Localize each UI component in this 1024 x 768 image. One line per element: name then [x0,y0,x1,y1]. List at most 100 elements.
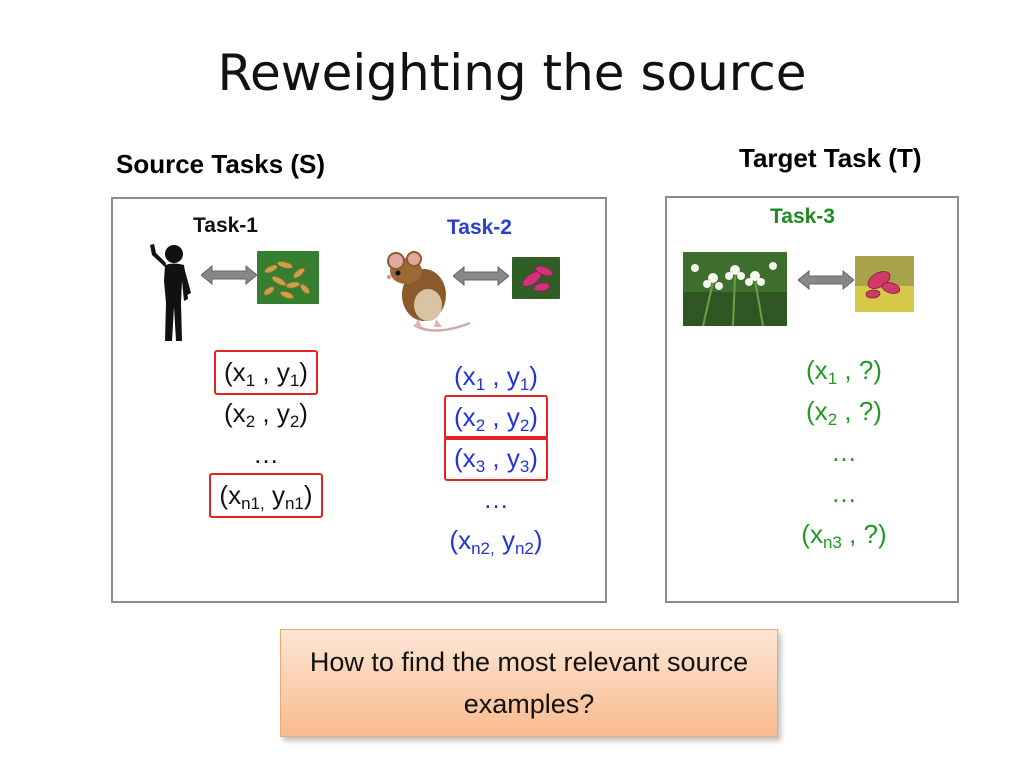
pair-fragment: ) [533,525,543,555]
pair-fragment: , ? [841,519,879,549]
target-task-panel [665,196,959,603]
pair-fragment: , ? [837,355,874,385]
subscript: n2 [514,539,534,558]
example-pair-text: (xn3 , ?) [801,514,886,555]
pair-fragment: (x [449,525,472,555]
mouse-photo-icon [384,247,474,335]
example-pair: … [774,473,914,514]
pair-fragment: y [494,525,515,555]
pair-fragment: (x [806,355,828,385]
subscript: 1 [519,375,530,394]
double-arrow-icon [797,269,855,291]
example-pair-text: … [831,473,857,514]
example-pair: (xn3 , ?) [774,514,914,555]
pair-fragment: (x [801,519,823,549]
pathogen-photo-icon [855,256,914,312]
example-pair-text: (xn2, yn2) [449,520,542,561]
subscript: 2 [827,410,838,429]
example-pair-text: (x2 , ?) [806,391,882,432]
subscript: n2, [471,539,495,558]
highlight-box [209,473,323,518]
pair-fragment: , y [255,398,290,428]
double-arrow-icon [452,265,510,287]
example-pair-text: … [831,432,857,473]
subscript: 1 [245,371,256,390]
pair-fragment: (x [454,443,476,473]
subscript: 3 [475,457,486,476]
subscript: 2 [475,416,486,435]
subscript: 3 [519,457,530,476]
example-pair: (xn2, yn2) [428,520,564,561]
pair-fragment: ) [873,396,882,426]
example-pair-text: (x3 , y3) [444,436,548,481]
subscript: 2 [245,412,256,431]
pair-fragment: ) [303,480,313,510]
task-1-label: Task-1 [193,214,258,237]
source-tasks-heading: Source Tasks (S) [116,149,326,179]
slide-title: Reweighting the source [217,44,807,102]
subscript: n1 [284,494,304,513]
task-3-examples-list: (x1 , ?)(x2 , ?)……(xn3 , ?) [774,350,914,555]
subscript: n1, [241,494,265,513]
example-pair-text: (xn1, yn1) [209,473,323,518]
example-pair: (x1 , y1) [196,350,336,395]
example-pair-text: (x2 , y2) [444,395,548,440]
pair-fragment: ) [299,398,308,428]
pair-fragment: ) [873,355,882,385]
task-3-label: Task-3 [770,205,835,228]
pair-fragment: … [831,478,857,508]
source-tasks-panel [111,197,607,603]
example-pair-text: … [253,434,279,475]
example-pair-text: (x1 , y1) [454,356,538,397]
pair-fragment: y [264,480,285,510]
example-pair: … [196,434,336,475]
example-pair-text: … [483,479,509,520]
example-pair: (x2 , y2) [428,395,564,440]
example-pair: (xn1, yn1) [196,473,336,518]
double-arrow-icon [200,264,258,286]
example-pair: … [774,432,914,473]
pair-fragment: (x [219,480,242,510]
pair-fragment: … [831,437,857,467]
task-1-examples-list: (x1 , y1)(x2 , y2)…(xn1, yn1) [196,350,336,518]
subscript: n3 [822,533,842,552]
example-pair: (x2 , ?) [774,391,914,432]
example-pair: (x1 , ?) [774,350,914,391]
subscript: 1 [475,375,486,394]
highlight-box [444,436,548,481]
subscript: 1 [827,369,838,388]
subscript: 2 [519,416,530,435]
bacteria-photo-icon [257,251,319,304]
example-pair-text: (x1 , ?) [806,350,882,391]
question-callout-text: How to find the most relevant source exa… [309,647,749,719]
example-pair: (x1 , y1) [428,356,564,397]
example-pair: … [428,479,564,520]
pathogen-photo-icon [512,257,560,299]
pair-fragment: ) [529,361,538,391]
question-callout: How to find the most relevant source exa… [280,629,778,737]
pair-fragment: , y [485,443,520,473]
highlight-box [444,395,548,440]
pair-fragment: (x [224,398,246,428]
pair-fragment: (x [454,361,476,391]
pair-fragment: (x [454,402,476,432]
pair-fragment: (x [224,357,246,387]
pair-fragment: , y [485,402,520,432]
pair-fragment: ) [529,402,538,432]
pair-fragment: … [483,484,509,514]
pair-fragment: , ? [837,396,874,426]
example-pair-text: (x2 , y2) [224,393,308,434]
example-pair-text: (x1 , y1) [214,350,318,395]
human-silhouette-icon [144,241,200,345]
example-pair: (x2 , y2) [196,393,336,434]
pair-fragment: ) [529,443,538,473]
pair-fragment: (x [806,396,828,426]
subscript: 2 [289,412,300,431]
pair-fragment: , y [255,357,290,387]
highlight-box [214,350,318,395]
task-2-examples-list: (x1 , y1)(x2 , y2)(x3 , y3)…(xn2, yn2) [428,356,564,561]
pair-fragment: … [253,439,279,469]
pair-fragment: , y [485,361,520,391]
target-task-heading: Target Task (T) [739,143,922,173]
plant-photo-icon [683,252,787,326]
